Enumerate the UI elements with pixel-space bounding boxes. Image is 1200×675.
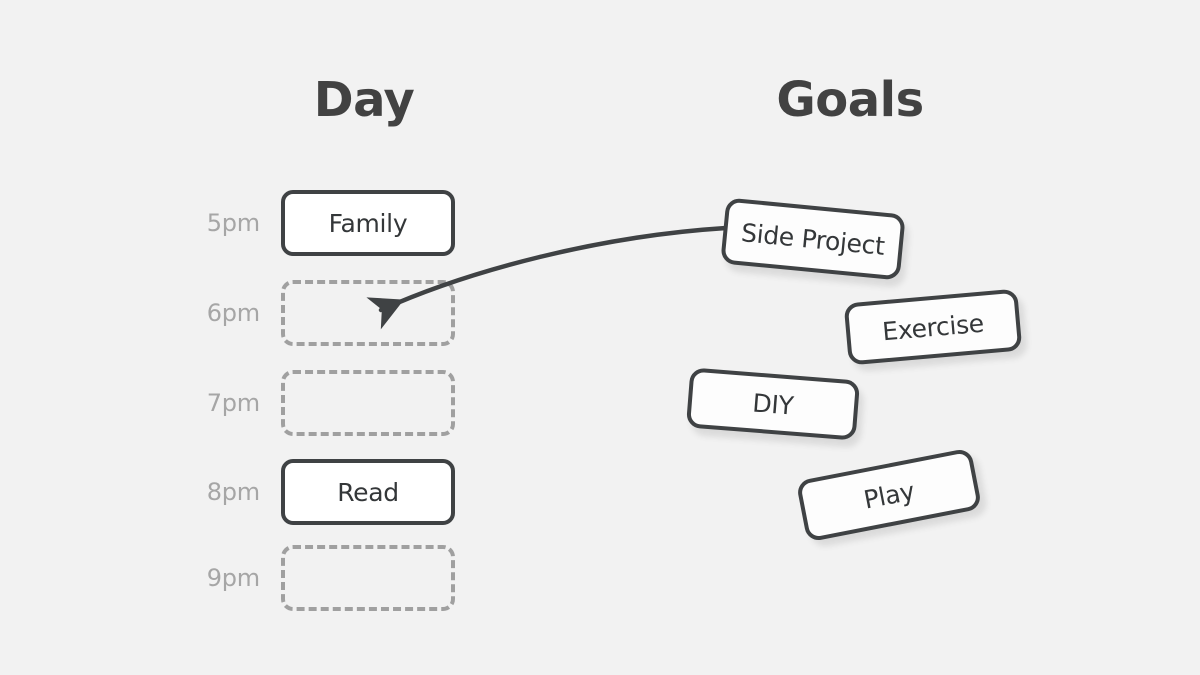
time-label-6pm: 6pm bbox=[206, 299, 260, 327]
schedule-slot-8pm[interactable]: Read bbox=[281, 459, 455, 525]
goal-card-label: Side Project bbox=[739, 217, 887, 261]
time-label-8pm: 8pm bbox=[206, 478, 260, 506]
goal-card-label: Play bbox=[861, 475, 917, 515]
schedule-slot-label: Read bbox=[337, 477, 399, 507]
schedule-row: 7pm bbox=[0, 370, 520, 436]
goal-card-exercise[interactable]: Exercise bbox=[843, 288, 1023, 366]
time-label-7pm: 7pm bbox=[206, 389, 260, 417]
schedule-slot-6pm[interactable] bbox=[281, 280, 455, 346]
time-label-9pm: 9pm bbox=[206, 564, 260, 592]
goal-card-diy[interactable]: DIY bbox=[685, 367, 861, 441]
schedule-row: 6pm bbox=[0, 280, 520, 346]
day-schedule: 5pm Family 6pm 7pm 8pm Read 9pm bbox=[0, 0, 520, 675]
goal-card-side-project[interactable]: Side Project bbox=[720, 197, 906, 281]
goal-card-label: Exercise bbox=[881, 308, 985, 346]
schedule-row: 8pm Read bbox=[0, 459, 520, 525]
schedule-slot-7pm[interactable] bbox=[281, 370, 455, 436]
goal-card-play[interactable]: Play bbox=[795, 447, 983, 543]
column-title-day: Day bbox=[313, 72, 415, 128]
goal-card-label: DIY bbox=[751, 387, 795, 421]
schedule-row: 9pm bbox=[0, 545, 520, 611]
time-label-5pm: 5pm bbox=[206, 209, 260, 237]
column-title-goals: Goals bbox=[776, 72, 924, 128]
schedule-slot-9pm[interactable] bbox=[281, 545, 455, 611]
